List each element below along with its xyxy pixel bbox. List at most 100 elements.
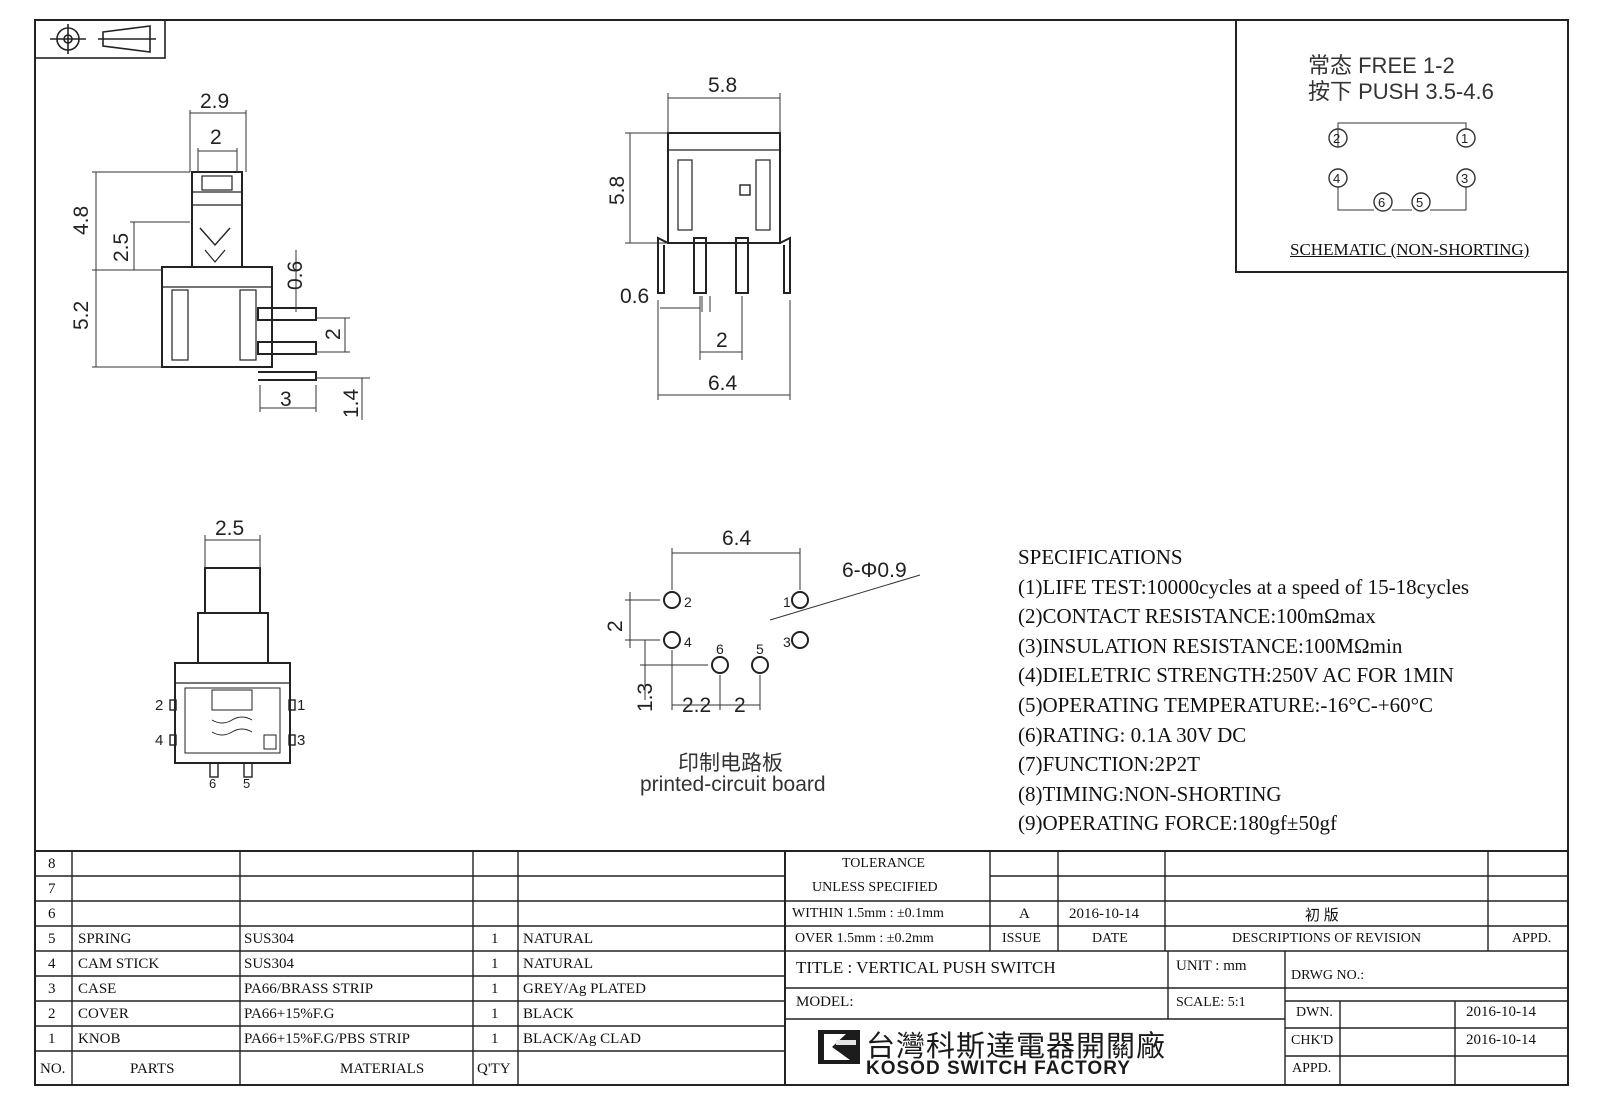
- dim-front-pitch-2: 2: [716, 329, 728, 352]
- dim-side-width-2.9: 2.9: [200, 90, 229, 113]
- schem-pin-3: 3: [1461, 171, 1468, 186]
- pcb-pin-label-1: 1: [783, 594, 791, 610]
- pcb-pin-label-4: 4: [684, 634, 692, 650]
- side-view-dimensions: [92, 110, 370, 420]
- parts-row-qty: 1: [491, 1031, 499, 1047]
- revision-date-header: DATE: [1092, 931, 1128, 946]
- schematic-push-state: 按下 PUSH 3.5-4.6: [1308, 79, 1494, 104]
- end-view: [169, 567, 296, 778]
- company-name-english: KOSOD SWITCH FACTORY: [866, 1058, 1131, 1079]
- parts-row-number: 3: [48, 981, 56, 997]
- dim-side-pin-0.6: 0.6: [284, 261, 307, 290]
- tolerance-over: OVER 1.5mm : ±0.2mm: [795, 931, 934, 946]
- parts-row-finish: BLACK/Ag CLAD: [523, 1031, 641, 1047]
- revision-appd-header: APPD.: [1512, 931, 1552, 946]
- pcb-pin-label-5: 5: [756, 641, 764, 657]
- dim-side-height-4.8: 4.8: [70, 206, 93, 235]
- parts-row-qty: 1: [491, 956, 499, 972]
- drawing-title: TITLE : VERTICAL PUSH SWITCH: [796, 958, 1056, 977]
- parts-header-qty: Q'TY: [477, 1061, 511, 1077]
- dim-side-knob-2: 2: [210, 126, 222, 149]
- parts-row-material: PA66+15%F.G: [244, 1006, 335, 1022]
- parts-row-material: SUS304: [244, 956, 295, 972]
- schem-pin-6: 6: [1378, 195, 1385, 210]
- schem-pin-4: 4: [1333, 171, 1340, 186]
- specifications-title: SPECIFICATIONS: [1018, 545, 1183, 569]
- parts-row-material: PA66/BRASS STRIP: [244, 981, 374, 997]
- company-name-chinese: 台灣科斯達電器開關廠: [866, 1029, 1167, 1063]
- end-pin-label-2: 2: [155, 697, 163, 714]
- tolerance-within: WITHIN 1.5mm : ±0.1mm: [792, 906, 944, 921]
- drawing-unit: UNIT : mm: [1176, 958, 1247, 974]
- dim-pcb-2: 2: [734, 694, 746, 717]
- pcb-pin-label-3: 3: [783, 634, 791, 650]
- dim-side-height-5.2: 5.2: [70, 301, 93, 330]
- pcb-dimensions: [625, 548, 921, 710]
- end-pin-label-4: 4: [155, 732, 163, 749]
- dim-front-pin-0.6: 0.6: [620, 285, 649, 308]
- spec-item: (7)FUNCTION:2P2T: [1018, 752, 1200, 777]
- parts-row-part: CASE: [78, 981, 117, 997]
- parts-row-number: 7: [48, 881, 56, 897]
- dim-pcb-6.4: 6.4: [722, 527, 752, 550]
- dwn-label: DWN.: [1296, 1005, 1333, 1020]
- dim-side-pitch-2: 2: [322, 328, 345, 340]
- tolerance-title: TOLERANCE: [842, 856, 925, 871]
- tolerance-unless: UNLESS SPECIFIED: [812, 880, 938, 895]
- parts-row-material: SUS304: [244, 931, 295, 947]
- pcb-pin-label-2: 2: [684, 594, 692, 610]
- parts-header-parts: PARTS: [130, 1061, 175, 1077]
- parts-row-part: CAM STICK: [78, 956, 160, 972]
- spec-item: (1)LIFE TEST:10000cycles at a speed of 1…: [1018, 574, 1470, 599]
- drawing-number-label: DRWG NO.:: [1291, 968, 1365, 983]
- dim-front-width-5.8: 5.8: [708, 74, 737, 97]
- spec-item: (3)INSULATION RESISTANCE:100MΩmin: [1018, 633, 1403, 658]
- dim-end-2.5: 2.5: [215, 517, 244, 540]
- dim-side-1.4: 1.4: [340, 388, 363, 418]
- schematic-box: [1235, 19, 1569, 273]
- appd-label: APPD.: [1292, 1061, 1332, 1076]
- dim-side-2.5: 2.5: [110, 233, 133, 262]
- parts-table-grid: [35, 850, 1568, 1085]
- end-pin-label-3: 3: [297, 732, 305, 749]
- side-view: [161, 171, 317, 381]
- schem-pin-5: 5: [1416, 195, 1423, 210]
- parts-row-qty: 1: [491, 981, 499, 997]
- sheet-border: [34, 19, 1569, 1086]
- drawing-scale: SCALE: 5:1: [1176, 995, 1246, 1010]
- projection-symbol-icon: [34, 19, 166, 59]
- parts-header-no: NO.: [40, 1061, 66, 1077]
- spec-item: (5)OPERATING TEMPERATURE:-16°C-+60°C: [1018, 692, 1434, 717]
- end-pin-label-1: 1: [297, 697, 305, 714]
- kosod-logo-icon: [818, 1030, 860, 1064]
- pcb-layout: [663, 591, 809, 674]
- parts-row-qty: 1: [491, 1006, 499, 1022]
- revision-date-value: 2016-10-14: [1069, 906, 1139, 922]
- revision-issue-header: ISSUE: [1002, 931, 1041, 946]
- parts-row-number: 1: [48, 1031, 56, 1047]
- dim-front-width-6.4: 6.4: [708, 372, 738, 395]
- parts-row-finish: NATURAL: [523, 931, 593, 947]
- spec-item: (2)CONTACT RESISTANCE:100mΩmax: [1018, 604, 1376, 629]
- specifications-block: SPECIFICATIONS (1)LIFE TEST:10000cycles …: [1018, 543, 1578, 839]
- schematic-free-state: 常态 FREE 1-2: [1308, 53, 1455, 78]
- parts-row-finish: GREY/Ag PLATED: [523, 981, 646, 997]
- drawing-model-label: MODEL:: [796, 994, 854, 1010]
- end-pin-label-6: 6: [209, 776, 216, 791]
- parts-row-number: 2: [48, 1006, 56, 1022]
- front-view-dimensions: [625, 93, 791, 400]
- spec-item: (6)RATING: 0.1A 30V DC: [1018, 722, 1247, 747]
- parts-row-part: SPRING: [78, 931, 132, 947]
- parts-row-number: 4: [48, 956, 56, 972]
- parts-row-part: COVER: [78, 1006, 129, 1022]
- parts-row-number: 8: [48, 856, 56, 872]
- dwn-date: 2016-10-14: [1466, 1004, 1536, 1020]
- pcb-caption-chinese: 印制电路板: [678, 752, 783, 775]
- dim-front-height-5.8: 5.8: [606, 176, 629, 205]
- dim-pcb-1.3: 1.3: [634, 683, 657, 712]
- dim-pcb-2.2: 2.2: [682, 694, 711, 717]
- revision-issue-value: A: [1019, 906, 1030, 922]
- parts-row-finish: BLACK: [523, 1006, 574, 1022]
